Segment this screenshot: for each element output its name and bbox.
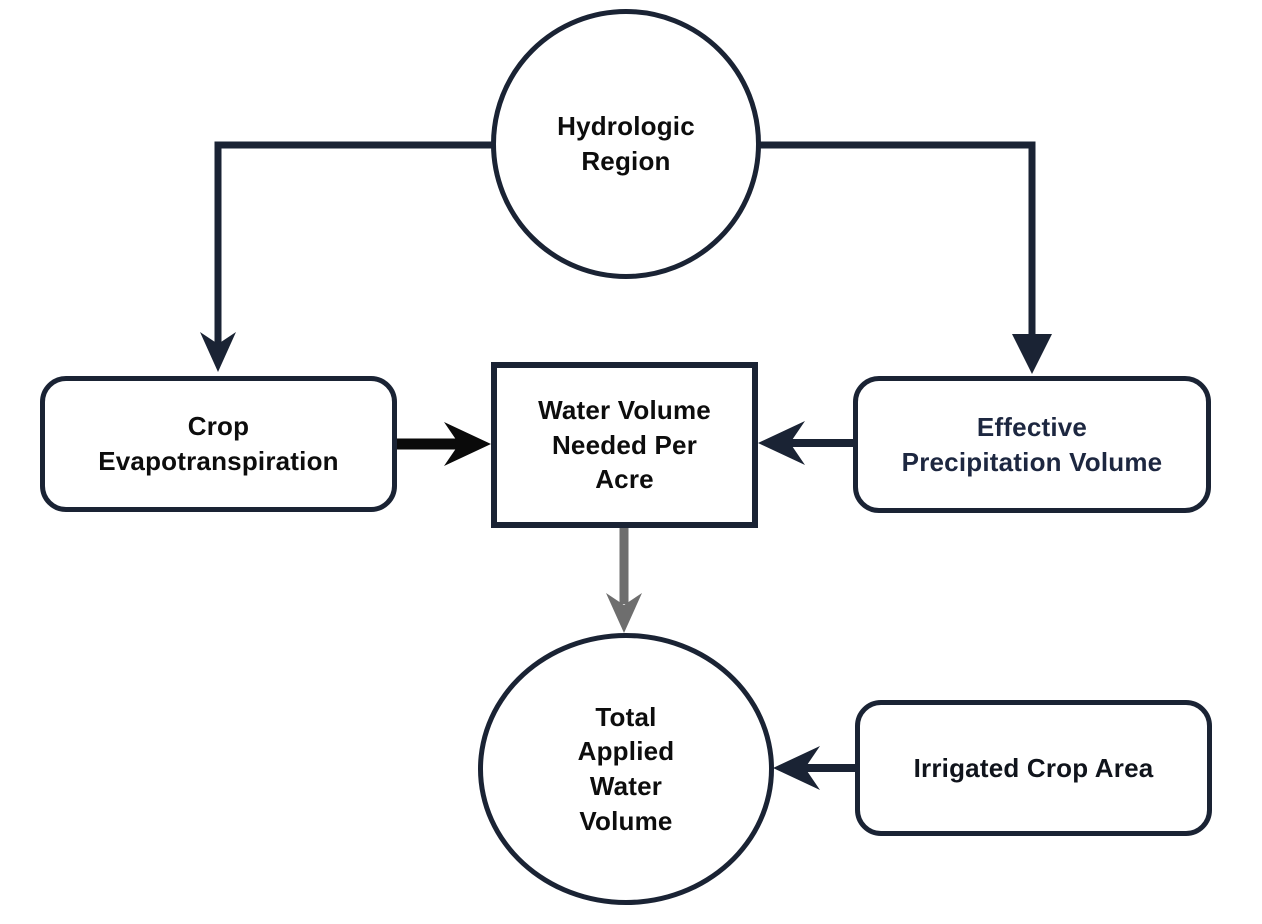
node-effective-precipitation-volume-label: Effective Precipitation Volume: [901, 411, 1163, 477]
arrowhead-left-barbed: [758, 421, 805, 465]
edge-effective-to-watervolume: [758, 421, 853, 465]
node-crop-evapotranspiration-label: Crop Evapotranspiration: [98, 411, 339, 476]
arrowhead-down-barbed-gray: [606, 593, 642, 633]
node-water-volume-needed-per-acre-label: Water Volume Needed Per Acre: [538, 395, 711, 495]
arrowhead-down-triangle: [1012, 334, 1052, 374]
edge-hydrologic-to-effective: [760, 141, 1052, 374]
node-total-applied-water-volume: Total Applied Water Volume: [478, 633, 774, 905]
arrowhead-left-barbed-2: [773, 746, 820, 790]
edge-irrigated-to-total: [773, 746, 855, 790]
edge-crop-to-watervolume: [397, 422, 491, 466]
node-hydrologic-region-label: Hydrologic Region: [557, 111, 695, 176]
node-effective-precipitation-volume: Effective Precipitation Volume: [853, 376, 1211, 513]
edge-watervolume-to-total: [606, 527, 642, 633]
node-crop-evapotranspiration: Crop Evapotranspiration: [40, 376, 397, 512]
arrowhead-right-barbed: [444, 422, 491, 466]
node-irrigated-crop-area-label: Irrigated Crop Area: [913, 752, 1154, 783]
arrowhead-down-barbed: [200, 332, 236, 372]
node-total-applied-water-volume-label: Total Applied Water Volume: [577, 701, 675, 836]
node-hydrologic-region: Hydrologic Region: [491, 9, 761, 279]
edge-hydrologic-to-crop: [200, 141, 493, 372]
node-irrigated-crop-area: Irrigated Crop Area: [855, 700, 1212, 836]
node-water-volume-needed-per-acre: Water Volume Needed Per Acre: [491, 362, 758, 528]
